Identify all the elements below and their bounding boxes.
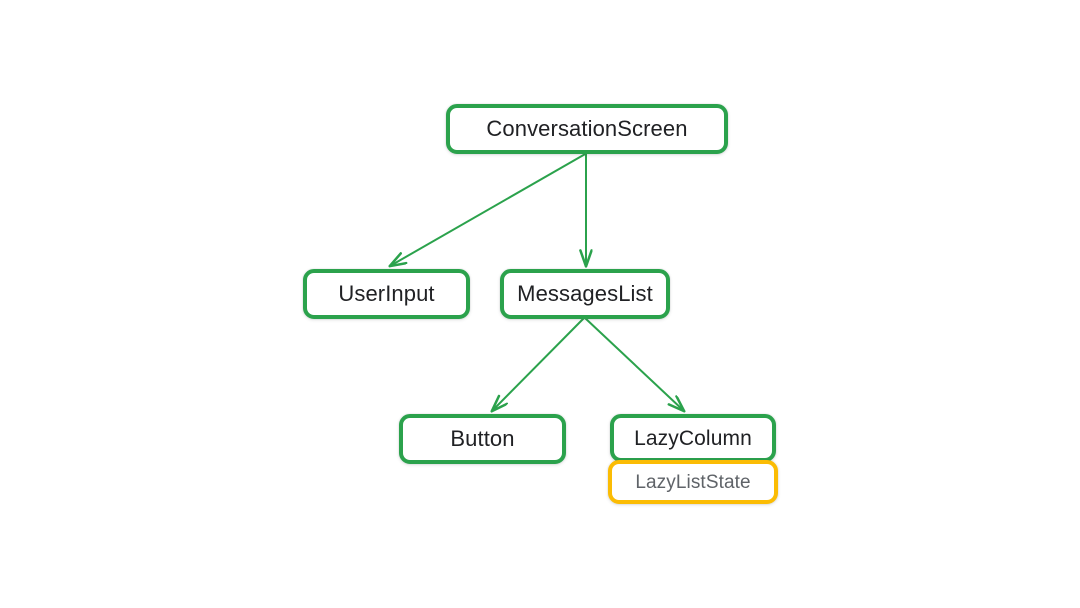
- node-conversationscreen[interactable]: ConversationScreen: [446, 104, 728, 154]
- node-messageslist-label: MessagesList: [517, 281, 653, 306]
- node-conversationscreen-label: ConversationScreen: [486, 116, 688, 141]
- node-lazycolumn[interactable]: LazyColumn: [610, 414, 776, 462]
- edge-messageslist-to-lazycolumn: [584, 317, 684, 411]
- node-lazycolumn-label: LazyColumn: [634, 426, 752, 450]
- node-button[interactable]: Button: [399, 414, 566, 464]
- node-userinput-label: UserInput: [338, 281, 435, 306]
- node-lazyliststate[interactable]: LazyListState: [608, 460, 778, 504]
- node-lazyliststate-label: LazyListState: [635, 471, 751, 493]
- edge-conversationscreen-to-userinput: [390, 152, 588, 266]
- node-userinput[interactable]: UserInput: [303, 269, 470, 319]
- node-button-label: Button: [450, 426, 515, 451]
- edge-messageslist-to-button: [492, 317, 585, 411]
- node-messageslist[interactable]: MessagesList: [500, 269, 670, 319]
